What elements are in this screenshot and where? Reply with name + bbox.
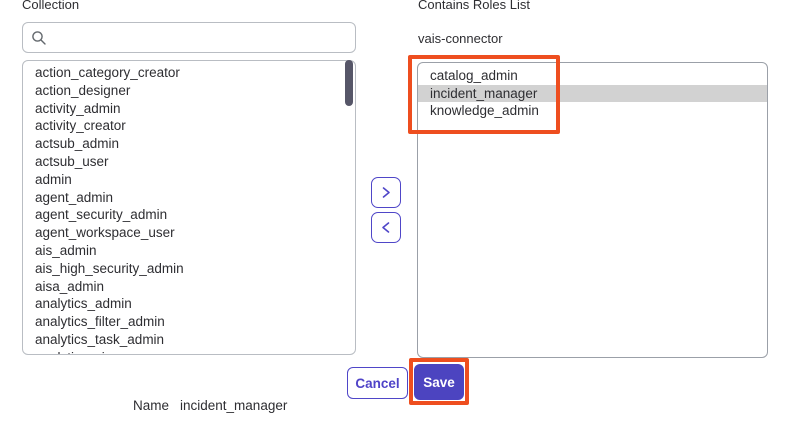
- collection-role-item[interactable]: ais_high_security_admin: [35, 260, 184, 276]
- chevron-left-icon: [382, 222, 390, 233]
- save-button[interactable]: Save: [414, 364, 464, 400]
- collection-role-item[interactable]: ais_admin: [35, 242, 97, 258]
- search-input[interactable]: [53, 30, 347, 45]
- collection-role-item[interactable]: agent_admin: [35, 189, 114, 205]
- move-right-button[interactable]: [371, 177, 401, 208]
- collection-role-item[interactable]: activity_admin: [35, 100, 121, 116]
- collection-role-item[interactable]: actsub_admin: [35, 136, 120, 152]
- chevron-right-icon: [382, 187, 390, 198]
- move-left-button[interactable]: [371, 212, 401, 243]
- collection-role-item[interactable]: agent_workspace_user: [35, 225, 175, 241]
- contains-role-item[interactable]: knowledge_admin: [430, 103, 539, 118]
- contains-role-item[interactable]: catalog_admin: [430, 68, 518, 83]
- collection-role-item[interactable]: actsub_user: [35, 153, 109, 169]
- collection-role-item[interactable]: admin: [35, 171, 72, 187]
- collection-role-item[interactable]: action_designer: [35, 82, 131, 98]
- name-label: Name: [133, 398, 170, 413]
- collection-role-item[interactable]: activity_creator: [35, 118, 126, 134]
- contains-role-item[interactable]: incident_manager: [418, 84, 767, 102]
- collection-role-item[interactable]: agent_security_admin: [35, 207, 168, 223]
- collection-role-item[interactable]: analytics_viewer: [23, 349, 355, 354]
- collection-role-item[interactable]: aisa_admin: [35, 278, 105, 294]
- scrollbar-thumb[interactable]: [345, 60, 353, 106]
- name-value: incident_manager: [180, 398, 288, 413]
- search-box[interactable]: [22, 22, 356, 53]
- role-name-subtitle: vais-connector: [418, 31, 503, 46]
- search-icon: [32, 30, 46, 45]
- name-row: Name incident_manager: [133, 398, 287, 413]
- collection-label: Collection: [22, 0, 80, 12]
- collection-role-item[interactable]: analytics_task_admin: [35, 331, 165, 347]
- collection-role-item[interactable]: analytics_filter_admin: [35, 314, 165, 330]
- collection-role-item[interactable]: analytics_admin: [35, 296, 132, 312]
- cancel-button[interactable]: Cancel: [347, 367, 408, 399]
- collection-role-item[interactable]: action_category_creator: [35, 65, 180, 80]
- contains-roles-label: Contains Roles List: [418, 0, 530, 12]
